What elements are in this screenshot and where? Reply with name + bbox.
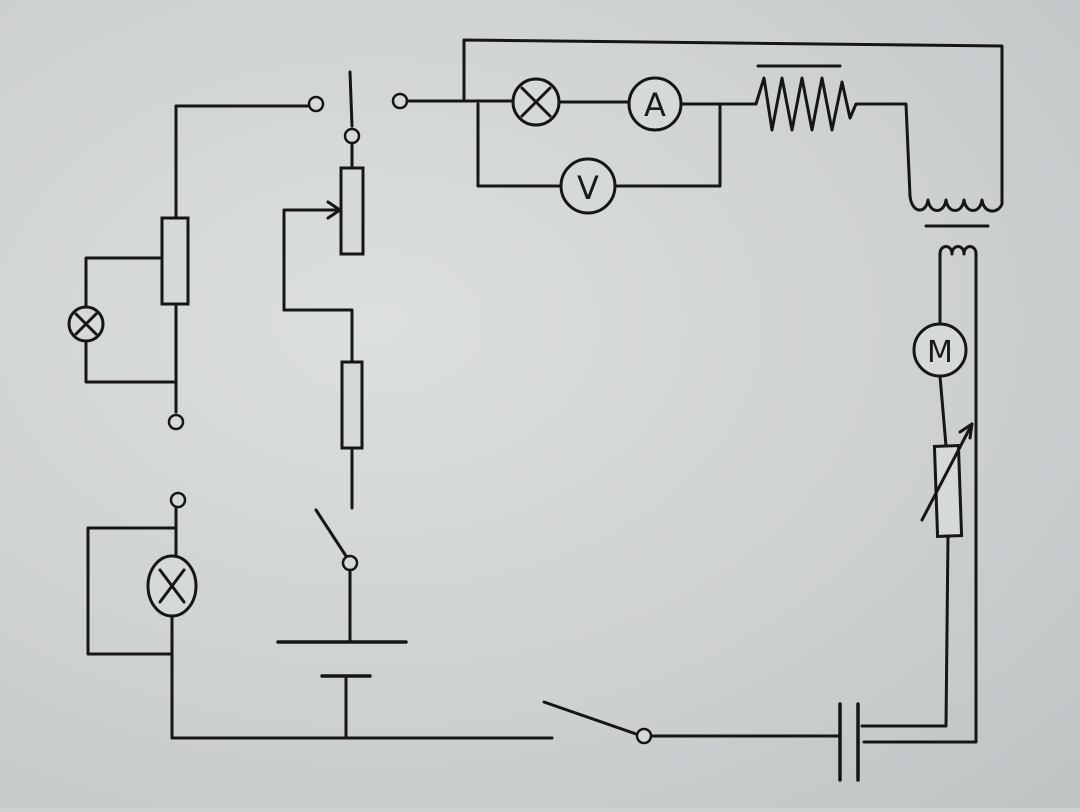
- wire-lamp-bypass: [86, 526, 178, 656]
- voltmeter-label: V: [577, 169, 599, 207]
- switch-bottom-blade: [542, 700, 638, 736]
- slide-rheostat: [282, 166, 365, 510]
- top-right-network: A V: [405, 38, 1004, 228]
- rheostat-body: [339, 166, 365, 256]
- switch-middle-blade: [314, 508, 348, 558]
- wire-bottom: [170, 700, 554, 740]
- switch-contact: [391, 92, 409, 110]
- transformer-primary-coil: [908, 194, 1004, 213]
- wire-voltmeter-left: [476, 102, 564, 188]
- lamp-top: [511, 77, 561, 127]
- ammeter-label: A: [644, 86, 666, 124]
- wire-top-loop: [462, 38, 1004, 206]
- terminal-left-top: [307, 95, 325, 113]
- switch-middle-pivot: [341, 554, 359, 572]
- transformer-secondary-coil: [938, 245, 978, 256]
- lamp-bottom: [146, 554, 198, 618]
- right-side-branch: M: [646, 245, 978, 782]
- voltmeter: V: [559, 157, 617, 215]
- knife-switch-top: [343, 70, 409, 170]
- rheostat-left: [160, 216, 190, 306]
- left-top-branch: [67, 95, 325, 431]
- bottom-branch: [86, 491, 653, 745]
- ammeter: A: [627, 76, 683, 132]
- lamp-left: [67, 305, 105, 343]
- fixed-resistor: [340, 360, 364, 450]
- motor: M: [912, 322, 968, 378]
- motor-label: M: [927, 335, 953, 370]
- wire-voltmeter-right: [613, 102, 722, 188]
- variable-resistor-arrow: [920, 422, 974, 522]
- zigzag-resistor: [744, 76, 912, 198]
- slider-arrow-icon: [326, 200, 342, 220]
- wire-to-capacitor: [860, 534, 950, 728]
- wire-left-top: [174, 104, 310, 234]
- switch-bottom-pivot: [635, 727, 653, 745]
- wire-to-resistor: [282, 308, 354, 364]
- wire-lamp-top: [84, 256, 164, 308]
- wire-motor-varistor: [938, 374, 948, 448]
- wire-right-return: [862, 252, 978, 744]
- switch-blade: [348, 70, 354, 128]
- wire-lamp-bottom: [84, 340, 178, 384]
- terminal-bottom-left: [169, 491, 187, 509]
- slider-wire: [282, 208, 340, 312]
- variable-arrow-icon: [958, 422, 974, 440]
- terminal-left-bottom: [167, 413, 185, 431]
- switch-pivot: [343, 127, 361, 145]
